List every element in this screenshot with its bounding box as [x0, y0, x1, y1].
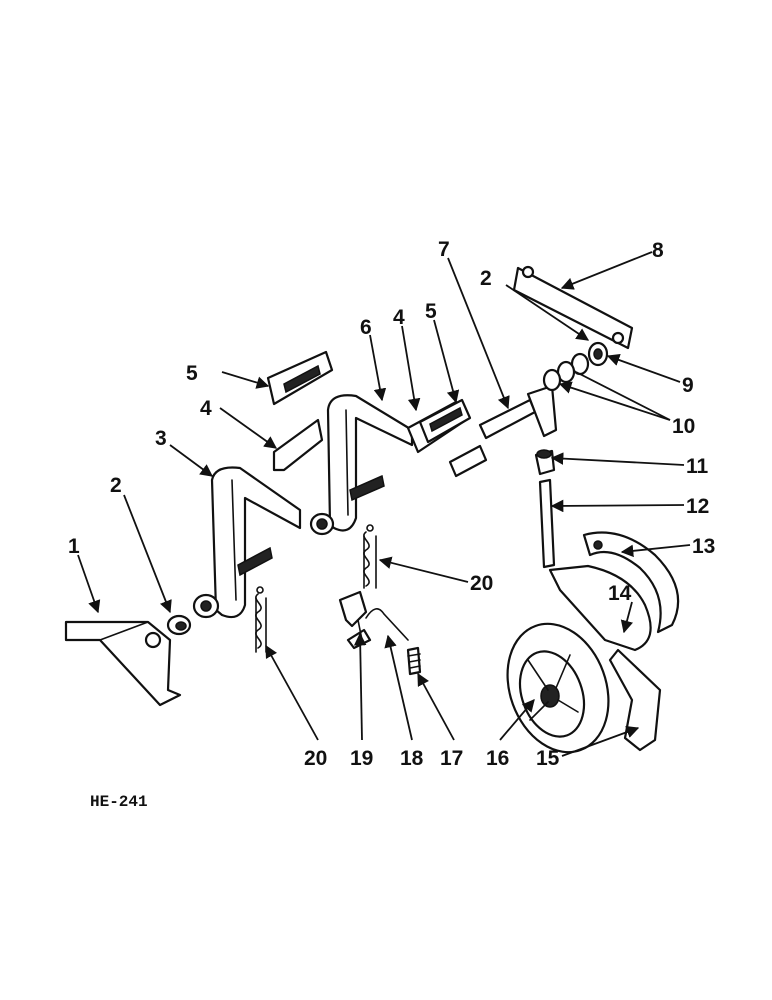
callout-7: 7	[438, 238, 450, 261]
callout-20-right: 20	[470, 572, 493, 595]
callout-12: 12	[686, 495, 709, 518]
callout-3: 3	[155, 427, 167, 450]
callout-19: 19	[350, 747, 373, 770]
spring-left	[255, 586, 267, 653]
nut	[587, 341, 609, 367]
spring-right	[363, 524, 377, 589]
figure-reference: HE-241	[90, 793, 148, 811]
sleeve	[534, 449, 556, 476]
callout-17: 17	[440, 747, 463, 770]
crank-shaft	[448, 384, 558, 478]
callout-6: 6	[360, 316, 372, 339]
grip-pad-right	[418, 398, 472, 444]
leader-lines	[77, 251, 691, 757]
rod	[538, 478, 556, 569]
scraper	[582, 531, 680, 634]
callout-15: 15	[536, 747, 560, 770]
washers	[542, 352, 590, 392]
callout-labels: 1 2 3 4 5 6 4 5 7 2 8 9 10 11 12 13 14 1…	[68, 238, 715, 770]
callout-9: 9	[682, 374, 694, 397]
callout-18: 18	[400, 747, 424, 770]
mounting-bracket	[64, 620, 182, 707]
callout-4-right: 4	[393, 306, 405, 329]
callout-4-left: 4	[200, 397, 212, 420]
callout-13: 13	[692, 535, 715, 558]
grip-pad-left	[266, 350, 334, 406]
right-arm	[309, 394, 414, 536]
callout-8: 8	[652, 239, 664, 262]
callout-14: 14	[608, 582, 632, 605]
wheel-bracket	[608, 648, 662, 752]
link-bar	[512, 265, 634, 350]
callout-2-right: 2	[480, 267, 492, 290]
bushing-left	[166, 614, 192, 636]
left-arm	[192, 466, 302, 619]
callout-11: 11	[686, 455, 709, 478]
clamp-plate-left	[272, 418, 324, 472]
callout-20-left: 20	[304, 747, 327, 770]
lever	[338, 590, 372, 650]
callout-10: 10	[672, 415, 695, 438]
callout-1: 1	[68, 535, 80, 558]
callout-16: 16	[486, 747, 509, 770]
callout-5-right: 5	[425, 300, 437, 323]
wire-clip	[365, 608, 409, 641]
callout-5-left: 5	[186, 362, 198, 385]
callout-2-left: 2	[110, 474, 122, 497]
small-spring	[406, 646, 422, 676]
